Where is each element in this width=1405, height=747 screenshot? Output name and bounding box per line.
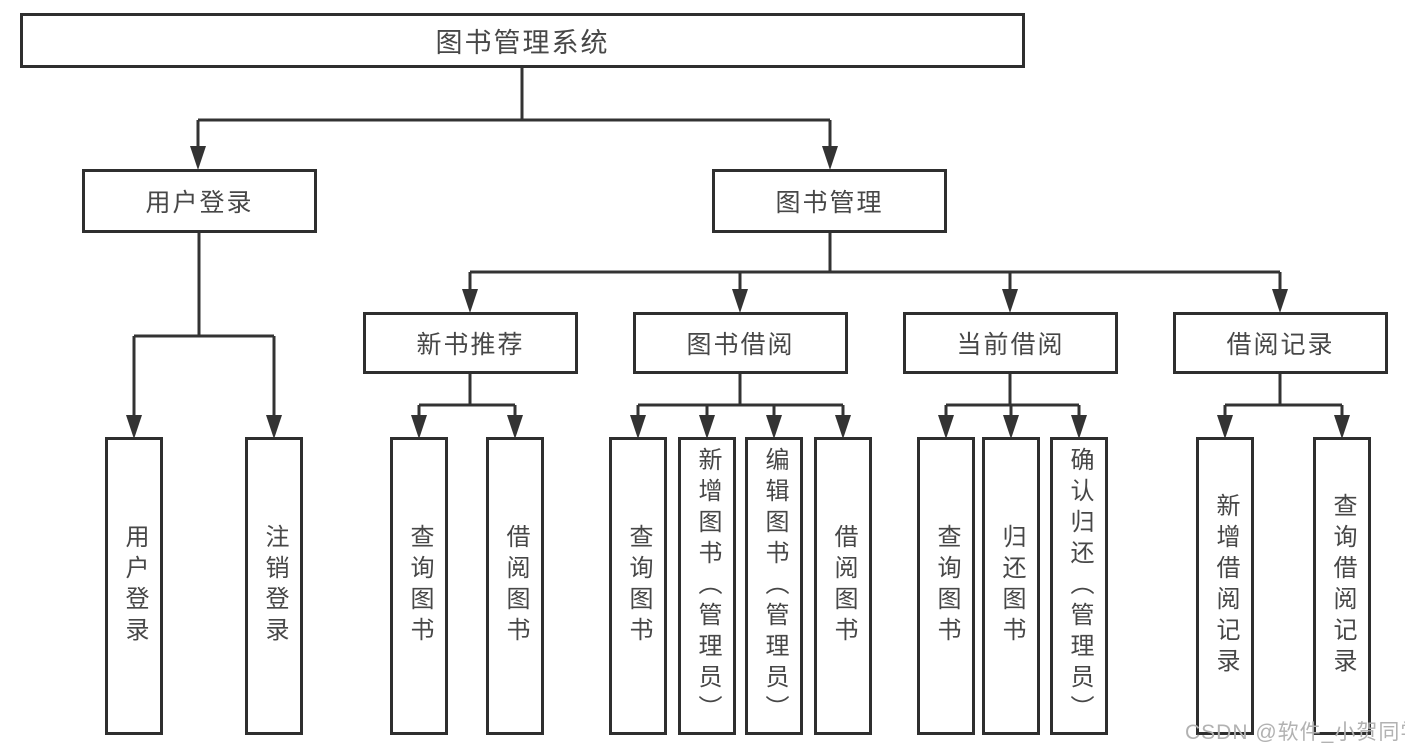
- leaf-query-books-borrow-label: 查询图书: [625, 524, 652, 648]
- connector-newbook-to-leaves: [411, 374, 523, 439]
- leaf-query-borrow-record-label: 查询借阅记录: [1329, 493, 1356, 679]
- node-new-book-recommendation: 新书推荐: [363, 312, 578, 374]
- node-book-management: 图书管理: [712, 169, 947, 233]
- leaf-borrow-books-label: 借阅图书: [830, 524, 857, 648]
- leaf-add-borrow-record: 新增借阅记录: [1196, 437, 1254, 735]
- leaf-borrow-books: 借阅图书: [814, 437, 872, 735]
- leaf-add-books-admin-label: 新增图书（管理员）: [694, 446, 721, 726]
- leaf-return-books-label: 归还图书: [998, 524, 1025, 648]
- node-current-borrowing: 当前借阅: [903, 312, 1118, 374]
- leaf-query-books-recommend: 查询图书: [390, 437, 448, 735]
- leaf-return-books: 归还图书: [982, 437, 1040, 735]
- leaf-edit-books-admin: 编辑图书（管理员）: [745, 437, 803, 735]
- node-book-borrowing: 图书借阅: [633, 312, 848, 374]
- connector-borrow-to-leaves: [630, 374, 851, 439]
- leaf-query-books-current: 查询图书: [917, 437, 975, 735]
- leaf-borrow-books-recommend-label: 借阅图书: [502, 524, 529, 648]
- leaf-logout: 注销登录: [245, 437, 303, 735]
- connector-user-login-to-leaves: [126, 233, 282, 439]
- connector-root-to-level2: [190, 68, 838, 170]
- leaf-confirm-return-admin-label: 确认归还（管理员）: [1066, 446, 1093, 726]
- leaf-query-books-borrow: 查询图书: [609, 437, 667, 735]
- leaf-user-login: 用户登录: [105, 437, 163, 735]
- connector-current-to-leaves: [938, 374, 1087, 439]
- leaf-logout-label: 注销登录: [261, 524, 288, 648]
- leaf-user-login-label: 用户登录: [121, 524, 148, 648]
- connector-book-mgmt-to-level3: [462, 233, 1288, 313]
- node-library-management-system: 图书管理系统: [20, 13, 1025, 68]
- leaf-query-books-current-label: 查询图书: [933, 524, 960, 648]
- connector-records-to-leaves: [1217, 374, 1350, 439]
- leaf-query-borrow-record: 查询借阅记录: [1313, 437, 1371, 735]
- leaf-add-borrow-record-label: 新增借阅记录: [1212, 493, 1239, 679]
- leaf-edit-books-admin-label: 编辑图书（管理员）: [761, 446, 788, 726]
- leaf-borrow-books-recommend: 借阅图书: [486, 437, 544, 735]
- csdn-watermark: CSDN @软件_小贺同学: [1185, 721, 1405, 744]
- leaf-query-books-recommend-label: 查询图书: [406, 524, 433, 648]
- node-borrowing-records: 借阅记录: [1173, 312, 1388, 374]
- node-user-login: 用户登录: [82, 169, 317, 233]
- leaf-add-books-admin: 新增图书（管理员）: [678, 437, 736, 735]
- leaf-confirm-return-admin: 确认归还（管理员）: [1050, 437, 1108, 735]
